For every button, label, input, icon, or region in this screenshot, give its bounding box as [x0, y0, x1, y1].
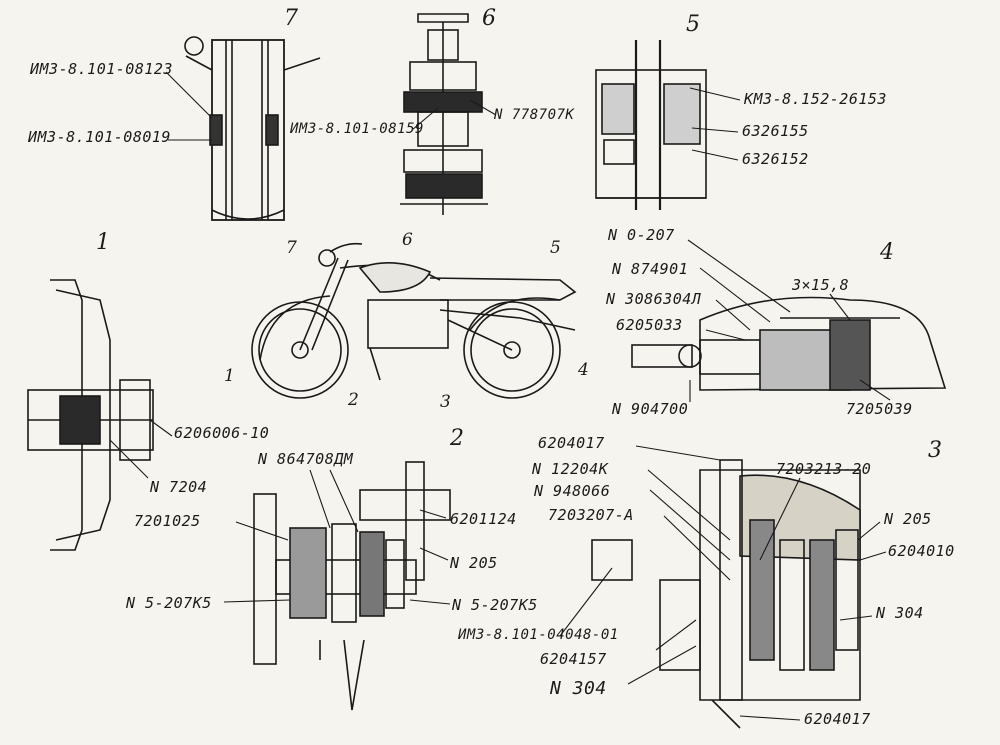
label-n948066: N 948066 — [534, 482, 611, 500]
figure-number-4: 4 — [880, 240, 894, 265]
steering-head-section — [400, 13, 488, 215]
label-imz-08123: ИМЗ-8.101-08123 — [30, 60, 173, 78]
label-n778707k: N 778707К — [494, 107, 575, 123]
label-6204017-top: 6204017 — [538, 434, 605, 452]
label-n304-right: N 304 — [876, 604, 924, 622]
hub-bearing-section — [595, 40, 707, 210]
label-n0-207: N 0-207 — [608, 226, 675, 244]
label-n7204: N 7204 — [150, 478, 208, 496]
label-6326152: 6326152 — [742, 150, 809, 168]
leader-lines — [109, 71, 891, 721]
bike-callout-2: 2 — [348, 390, 359, 410]
label-7203213-20: 7203213-20 — [776, 460, 872, 478]
final-drive-section — [631, 296, 947, 391]
label-imz-04048: ИМЗ-8.101-04048-01 — [458, 627, 619, 643]
label-n904700: N 904700 — [612, 400, 689, 418]
brake-drum-section — [27, 279, 154, 551]
label-6204010: 6204010 — [888, 542, 955, 560]
label-7205039: 7205039 — [846, 400, 913, 418]
motorcycle-drawing — [251, 242, 577, 399]
clutch-assembly-section — [253, 461, 451, 711]
label-n205-mid: N 205 — [450, 554, 498, 572]
label-n5-207k5-right: N 5-207К5 — [452, 596, 538, 614]
figure-number-5: 5 — [686, 12, 700, 37]
label-n5-207k5-left: N 5-207К5 — [126, 594, 212, 612]
label-7201025: 7201025 — [134, 512, 201, 530]
bike-callout-1: 1 — [224, 366, 235, 386]
label-imz-08159: ИМЗ-8.101-08159 — [290, 121, 424, 137]
figure-number-2: 2 — [450, 426, 464, 451]
label-6201124: 6201124 — [450, 510, 517, 528]
bike-callout-5: 5 — [550, 238, 561, 258]
bike-callout-6: 6 — [402, 230, 413, 250]
label-6326155: 6326155 — [742, 122, 809, 140]
fork-tube-section — [184, 36, 321, 221]
label-n874901: N 874901 — [612, 260, 689, 278]
label-6206006-10: 6206006-10 — [174, 424, 270, 442]
label-dim-3x15-8: 3×15,8 — [792, 276, 850, 294]
figure-number-6: 6 — [482, 6, 496, 31]
figure-number-1: 1 — [96, 230, 110, 255]
label-6204157: 6204157 — [540, 650, 607, 668]
gearbox-section — [591, 459, 861, 729]
figure-number-3: 3 — [928, 438, 942, 463]
label-6205033: 6205033 — [616, 316, 683, 334]
label-n12204k: N 12204К — [532, 460, 609, 478]
figure-number-7: 7 — [284, 6, 298, 31]
label-n205-right: N 205 — [884, 510, 932, 528]
label-7203207a: 7203207-А — [548, 506, 634, 524]
label-6204017-bottom: 6204017 — [804, 710, 871, 728]
label-n864708dm: N 864708ДМ — [258, 450, 354, 468]
bike-callout-4: 4 — [578, 360, 589, 380]
bike-callout-7: 7 — [286, 238, 297, 258]
label-n304-big: N 304 — [550, 678, 607, 699]
label-n3086304l: N 3086304Л — [606, 290, 702, 308]
bike-callout-3: 3 — [440, 392, 451, 412]
label-imz-08019: ИМЗ-8.101-08019 — [28, 128, 171, 146]
label-kmz-26153: КМЗ-8.152-26153 — [744, 90, 887, 108]
